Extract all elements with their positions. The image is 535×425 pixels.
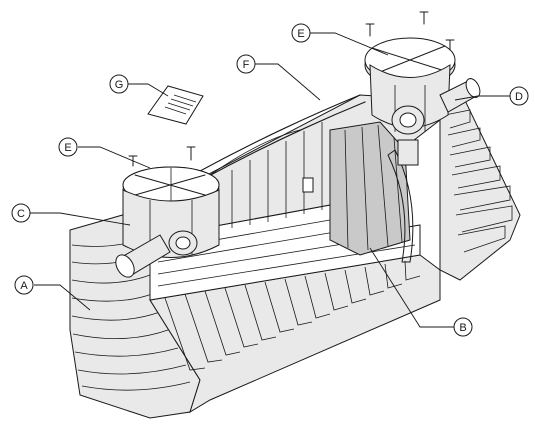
internal-baffle: [329, 121, 411, 256]
svg-text:E: E: [64, 142, 71, 154]
right-end-ribs: [444, 109, 513, 253]
back-wall-ribs: [214, 122, 323, 232]
svg-text:A: A: [20, 280, 28, 292]
callout-a: A: [14, 275, 34, 295]
tank-front-side: [149, 254, 441, 414]
svg-text:G: G: [115, 79, 124, 91]
wall-vent-left: [302, 177, 314, 193]
dip-tube: [387, 149, 414, 263]
callout-f: F: [236, 54, 256, 74]
right-access-riser: [364, 11, 481, 166]
callout-g: G: [109, 74, 129, 94]
svg-text:E: E: [297, 28, 304, 40]
leader-lines: [30, 32, 510, 328]
front-side-ribs: [164, 260, 421, 371]
tank-right-end: [439, 89, 521, 281]
callout-d: D: [509, 86, 529, 106]
manual-booklet: [147, 85, 204, 125]
svg-text:D: D: [515, 91, 523, 103]
outlet-pipe: [391, 78, 481, 166]
callout-c: C: [11, 203, 31, 223]
callout-e-right: E: [291, 23, 311, 43]
svg-text:C: C: [17, 208, 25, 220]
baffle-ribs: [344, 124, 403, 251]
inlet-pipe: [115, 230, 198, 278]
svg-text:B: B: [459, 322, 466, 334]
callout-e-left: E: [58, 137, 78, 157]
left-access-riser: [115, 146, 220, 278]
callout-b: B: [453, 317, 473, 337]
end-wall-ribs: [71, 237, 191, 391]
svg-text:F: F: [243, 59, 250, 71]
right-lid-screws: [365, 11, 455, 51]
